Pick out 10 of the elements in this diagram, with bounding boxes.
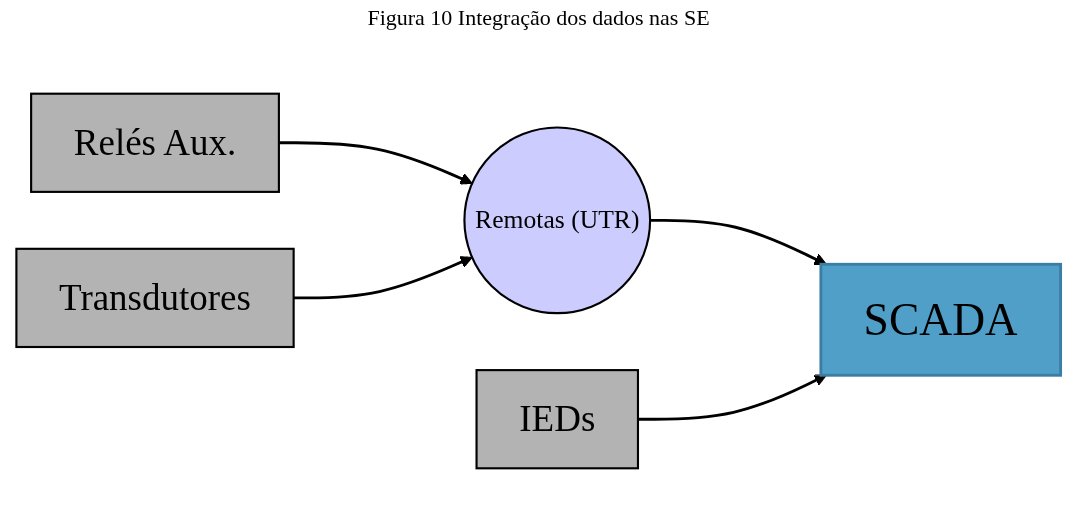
node-box: IEDs: [475, 369, 640, 470]
node-circle: Remotas (UTR): [463, 126, 652, 315]
arrow: [278, 141, 473, 185]
node-box: Transdutores: [15, 247, 295, 349]
node-box: SCADA: [819, 262, 1063, 377]
arrow: [293, 256, 473, 300]
arrow: [637, 374, 827, 421]
diagram-title: Figura 10 Integração dos dados nas SE: [366, 4, 711, 32]
node-box: Relés Aux.: [30, 92, 280, 193]
arrow: [650, 218, 827, 265]
